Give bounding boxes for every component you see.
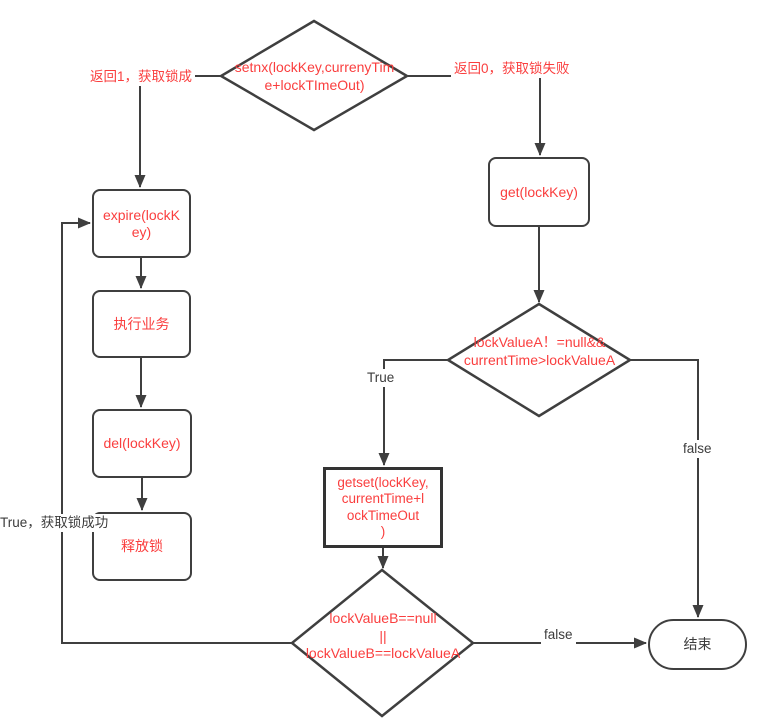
setnx-diamond-shape xyxy=(218,19,410,132)
node-getset-label-line3: ockTimeOut xyxy=(346,507,420,523)
label-true-mid: True xyxy=(364,369,398,387)
node-end: 结束 xyxy=(648,619,747,670)
check-a-diamond-label: lockValueA！=null&& currentTime>lockValue… xyxy=(463,334,616,368)
node-del: del(lockKey) xyxy=(92,409,192,478)
node-business: 执行业务 xyxy=(92,290,191,358)
label-false-bottom: false xyxy=(541,626,576,644)
node-expire-label-line2: ey) xyxy=(131,223,152,240)
node-del-label: del(lockKey) xyxy=(103,435,181,451)
edge-check-b-true-loop-to-expire xyxy=(61,217,292,644)
edge-check-a-false-to-end xyxy=(630,359,704,618)
check-b-diamond-shape xyxy=(290,568,475,718)
edge-setnx-to-expire xyxy=(134,75,221,188)
label-false-mid: false xyxy=(680,440,715,458)
node-business-label: 执行业务 xyxy=(113,315,170,332)
node-get: get(lockKey) xyxy=(488,157,590,227)
node-release-label: 释放锁 xyxy=(121,538,163,554)
node-release: 释放锁 xyxy=(92,512,192,581)
node-getset-label-line1: getset(lockKey, xyxy=(337,474,429,490)
node-getset-label-line4: ) xyxy=(380,524,386,539)
node-get-label: get(lockKey) xyxy=(500,183,578,200)
edge-setnx-to-get xyxy=(408,75,546,156)
node-expire-label-line1: expire(lockK xyxy=(102,206,181,223)
label-return1-success: 返回1，获取锁成 xyxy=(87,68,196,86)
node-end-label: 结束 xyxy=(683,636,712,652)
check-b-diamond-label: lockValueB==null || lockValueB==lockValu… xyxy=(305,610,461,661)
check-a-diamond-shape xyxy=(445,302,633,418)
node-expire: expire(lockK ey) xyxy=(92,189,191,258)
edge-check-a-true-to-getset xyxy=(378,359,448,466)
label-true-loop-success: True，获取锁成功 xyxy=(0,514,112,532)
node-getset-label-line2: currentTime+l xyxy=(341,491,425,506)
label-return0-fail: 返回0，获取锁失败 xyxy=(451,60,573,78)
node-getset: getset(lockKey, currentTime+l ockTimeOut… xyxy=(323,467,443,548)
setnx-diamond-label: setnx(lockKey,currenyTim e+lockTImeOut) xyxy=(234,59,395,93)
